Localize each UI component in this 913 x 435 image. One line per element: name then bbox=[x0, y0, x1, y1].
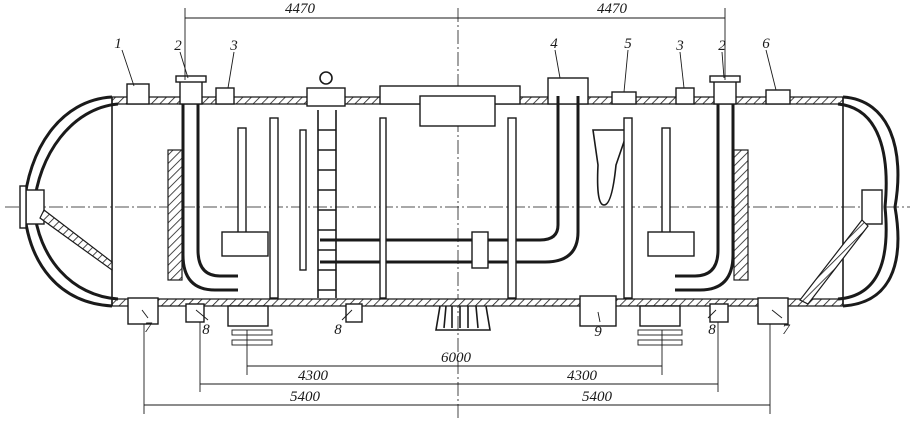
callout-3-left: 3 bbox=[229, 38, 238, 54]
dim-outer-left: 5400 bbox=[290, 389, 321, 405]
dimension-lines bbox=[143, 8, 771, 414]
callout-7-left: 7 bbox=[144, 320, 153, 336]
callout-5: 5 bbox=[624, 36, 632, 52]
callout-3-right: 3 bbox=[675, 38, 684, 54]
dim-top-left: 4470 bbox=[285, 1, 316, 17]
callout-7-right: 7 bbox=[782, 322, 791, 338]
dim-middle: 6000 bbox=[441, 350, 472, 366]
callout-8-middle: 8 bbox=[334, 322, 342, 338]
callout-leaders bbox=[121, 49, 783, 323]
dim-inner-left: 4300 bbox=[298, 368, 329, 384]
callout-9: 9 bbox=[594, 324, 602, 340]
dim-top-right: 4470 bbox=[597, 1, 628, 17]
vessel-shell bbox=[22, 95, 900, 308]
bottom-nozzles bbox=[127, 295, 789, 346]
callout-4: 4 bbox=[550, 36, 558, 52]
right-end-nozzle bbox=[799, 189, 883, 305]
callout-2-right: 2 bbox=[718, 38, 726, 54]
callout-2-left: 2 bbox=[174, 38, 182, 54]
left-end-nozzle bbox=[19, 185, 113, 272]
internal-baffles bbox=[167, 110, 749, 299]
callout-8-left: 8 bbox=[202, 322, 210, 338]
top-nozzles bbox=[126, 71, 791, 127]
internal-pipes bbox=[181, 96, 735, 292]
callout-1: 1 bbox=[114, 36, 122, 52]
dim-inner-right: 4300 bbox=[567, 368, 598, 384]
callout-6: 6 bbox=[762, 36, 770, 52]
dim-outer-right: 5400 bbox=[582, 389, 613, 405]
callout-8-right: 8 bbox=[708, 322, 716, 338]
